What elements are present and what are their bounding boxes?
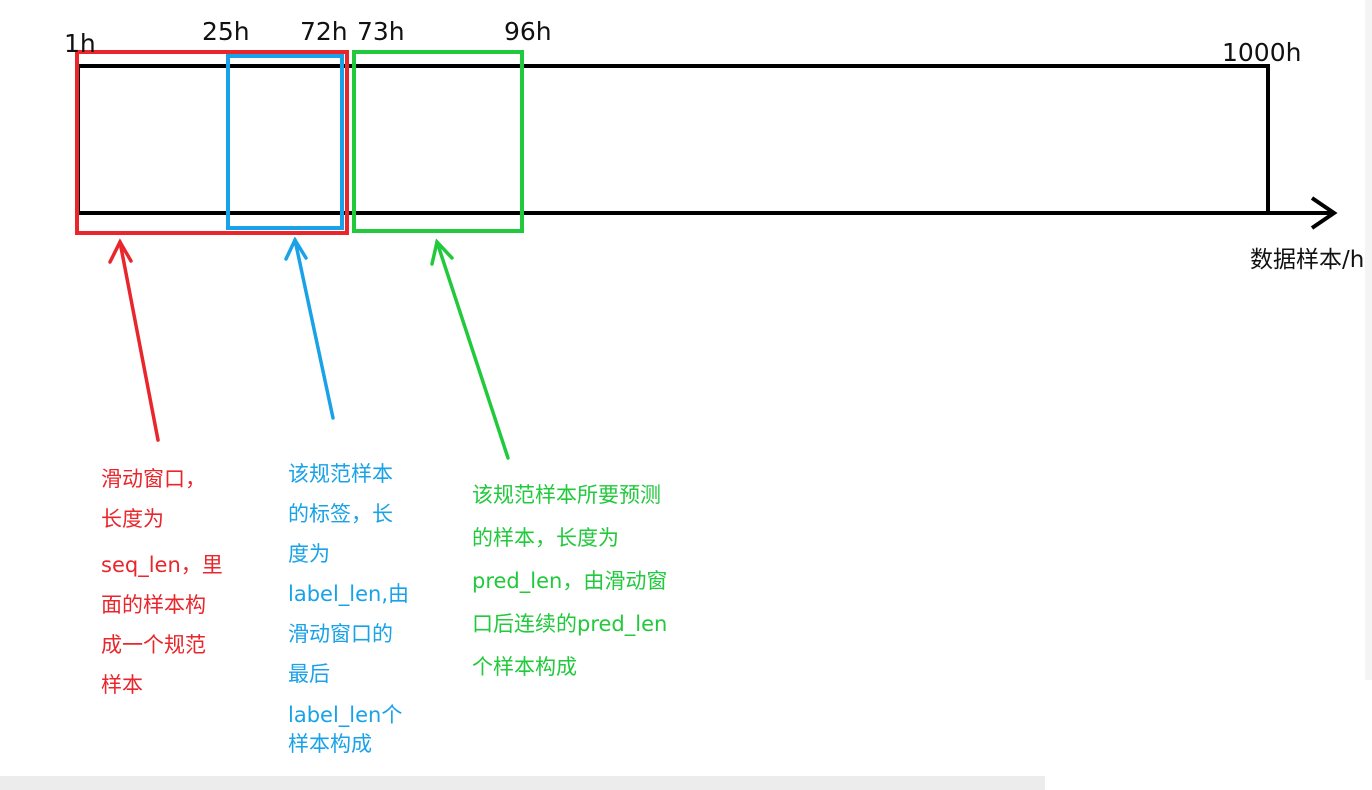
label-note-line: label_len,由 [288, 582, 410, 606]
right-edge-strip [1365, 0, 1372, 680]
label-window-note: 该规范样本 的标签，长 度为 label_len,由 滑动窗口的 最后 labe… [288, 454, 409, 756]
tick-label-73h: 73h [357, 17, 405, 46]
pred-window-note: 该规范样本所要预测 的样本，长度为 pred_len，由滑动窗 口后连续的pre… [472, 474, 667, 689]
label-window-box [226, 54, 344, 230]
label-note-line: 度为 [288, 542, 330, 566]
seq-note-line: seq_len，里 [101, 553, 223, 577]
tick-label-1h: 1h [64, 29, 96, 58]
tick-label-25h: 25h [202, 17, 250, 46]
label-note-line: 该规范样本 [288, 462, 393, 486]
pred-note-line: 的样本，长度为 [472, 526, 619, 550]
seq-note-line: 长度为 [101, 507, 164, 531]
seq-window-note: 滑动窗口， 长度为 seq_len，里 面的样本构 成一个规范 样本 [101, 459, 223, 705]
pred-note-line: 该规范样本所要预测 [472, 483, 661, 507]
tick-label-1000h: 1000h [1222, 38, 1302, 67]
axis-arrowhead [1310, 196, 1338, 230]
pred-note-line: 口后连续的pred_len [472, 612, 668, 636]
axis-label: 数据样本/h [1250, 247, 1365, 273]
bottom-edge-strip [0, 776, 1045, 790]
seq-note-line: 样本 [101, 673, 143, 697]
seq-note-line: 成一个规范 [101, 633, 206, 657]
label-note-line: 最后 [288, 662, 330, 686]
seq-note-line: 面的样本构 [101, 593, 206, 617]
tick-label-72h: 72h [300, 17, 348, 46]
seq-window-box [75, 50, 349, 235]
label-pointer-arrow [284, 236, 335, 420]
label-note-line: 的标签，长 [288, 502, 393, 526]
pred-note-line: pred_len，由滑动窗 [472, 569, 668, 593]
label-note-line: label_len个 [288, 703, 403, 727]
tick-label-96h: 96h [504, 17, 552, 46]
pred-pointer-arrow [430, 238, 510, 460]
label-note-line: 滑动窗口的 [288, 622, 393, 646]
label-note-line: 样本构成 [288, 732, 372, 756]
pred-window-box [352, 50, 524, 233]
pred-note-line: 个样本构成 [472, 655, 577, 679]
data-range-box [76, 64, 1270, 215]
seq-pointer-arrow [108, 238, 160, 442]
seq-note-line: 滑动窗口， [101, 467, 206, 491]
